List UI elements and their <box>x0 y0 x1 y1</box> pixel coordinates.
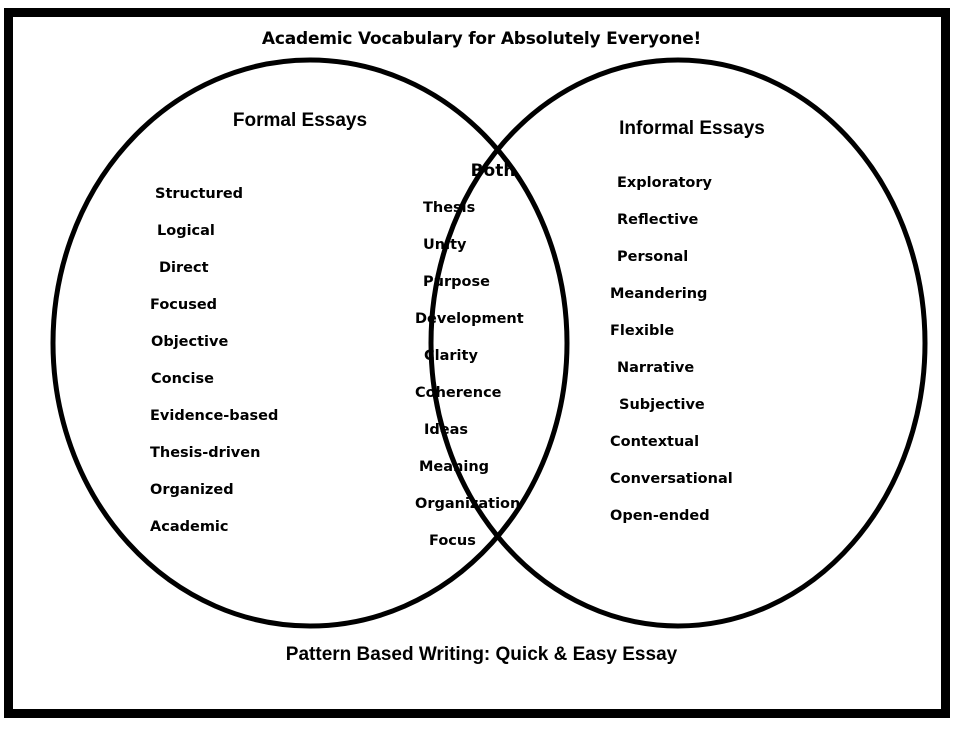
term-item: Contextual <box>610 434 700 450</box>
heading-formal-essays: Formal Essays <box>232 110 368 131</box>
term-item: Purpose <box>423 274 490 290</box>
term-item: Coherence <box>415 385 502 401</box>
term-item: Thesis <box>423 200 476 216</box>
term-item: Development <box>415 311 524 327</box>
term-item: Open-ended <box>610 508 710 524</box>
term-item: Flexible <box>610 323 675 339</box>
term-item: Conversational <box>610 471 733 487</box>
term-item: Focus <box>429 533 476 549</box>
term-item: Unity <box>423 237 467 253</box>
heading-informal-essays: Informal Essays <box>619 118 765 139</box>
term-item: Personal <box>617 249 689 265</box>
term-item: Organization <box>415 496 521 512</box>
circle-formal-essays <box>50 57 570 629</box>
term-item: Organized <box>150 482 234 498</box>
term-item: Objective <box>151 334 229 350</box>
term-item: Clarity <box>424 348 478 364</box>
term-item: Ideas <box>424 422 469 438</box>
term-item: Focused <box>150 297 218 313</box>
page-title: Academic Vocabulary for Absolutely Every… <box>261 29 702 49</box>
term-item: Concise <box>151 371 214 387</box>
term-item: Evidence-based <box>150 408 279 424</box>
term-item: Meaning <box>419 459 490 475</box>
term-item: Exploratory <box>617 175 713 191</box>
term-item: Subjective <box>619 397 705 413</box>
term-item: Meandering <box>610 286 708 302</box>
term-item: Academic <box>150 519 229 535</box>
term-item: Structured <box>155 186 244 202</box>
term-item: Reflective <box>617 212 699 228</box>
circle-informal-essays <box>428 57 928 629</box>
term-item: Logical <box>157 223 215 239</box>
heading-both: Both <box>470 161 516 181</box>
term-item: Direct <box>159 260 209 276</box>
footer-credit: Pattern Based Writing: Quick & Easy Essa… <box>285 644 678 665</box>
term-item: Thesis-driven <box>150 445 261 461</box>
term-item: Narrative <box>617 360 695 376</box>
